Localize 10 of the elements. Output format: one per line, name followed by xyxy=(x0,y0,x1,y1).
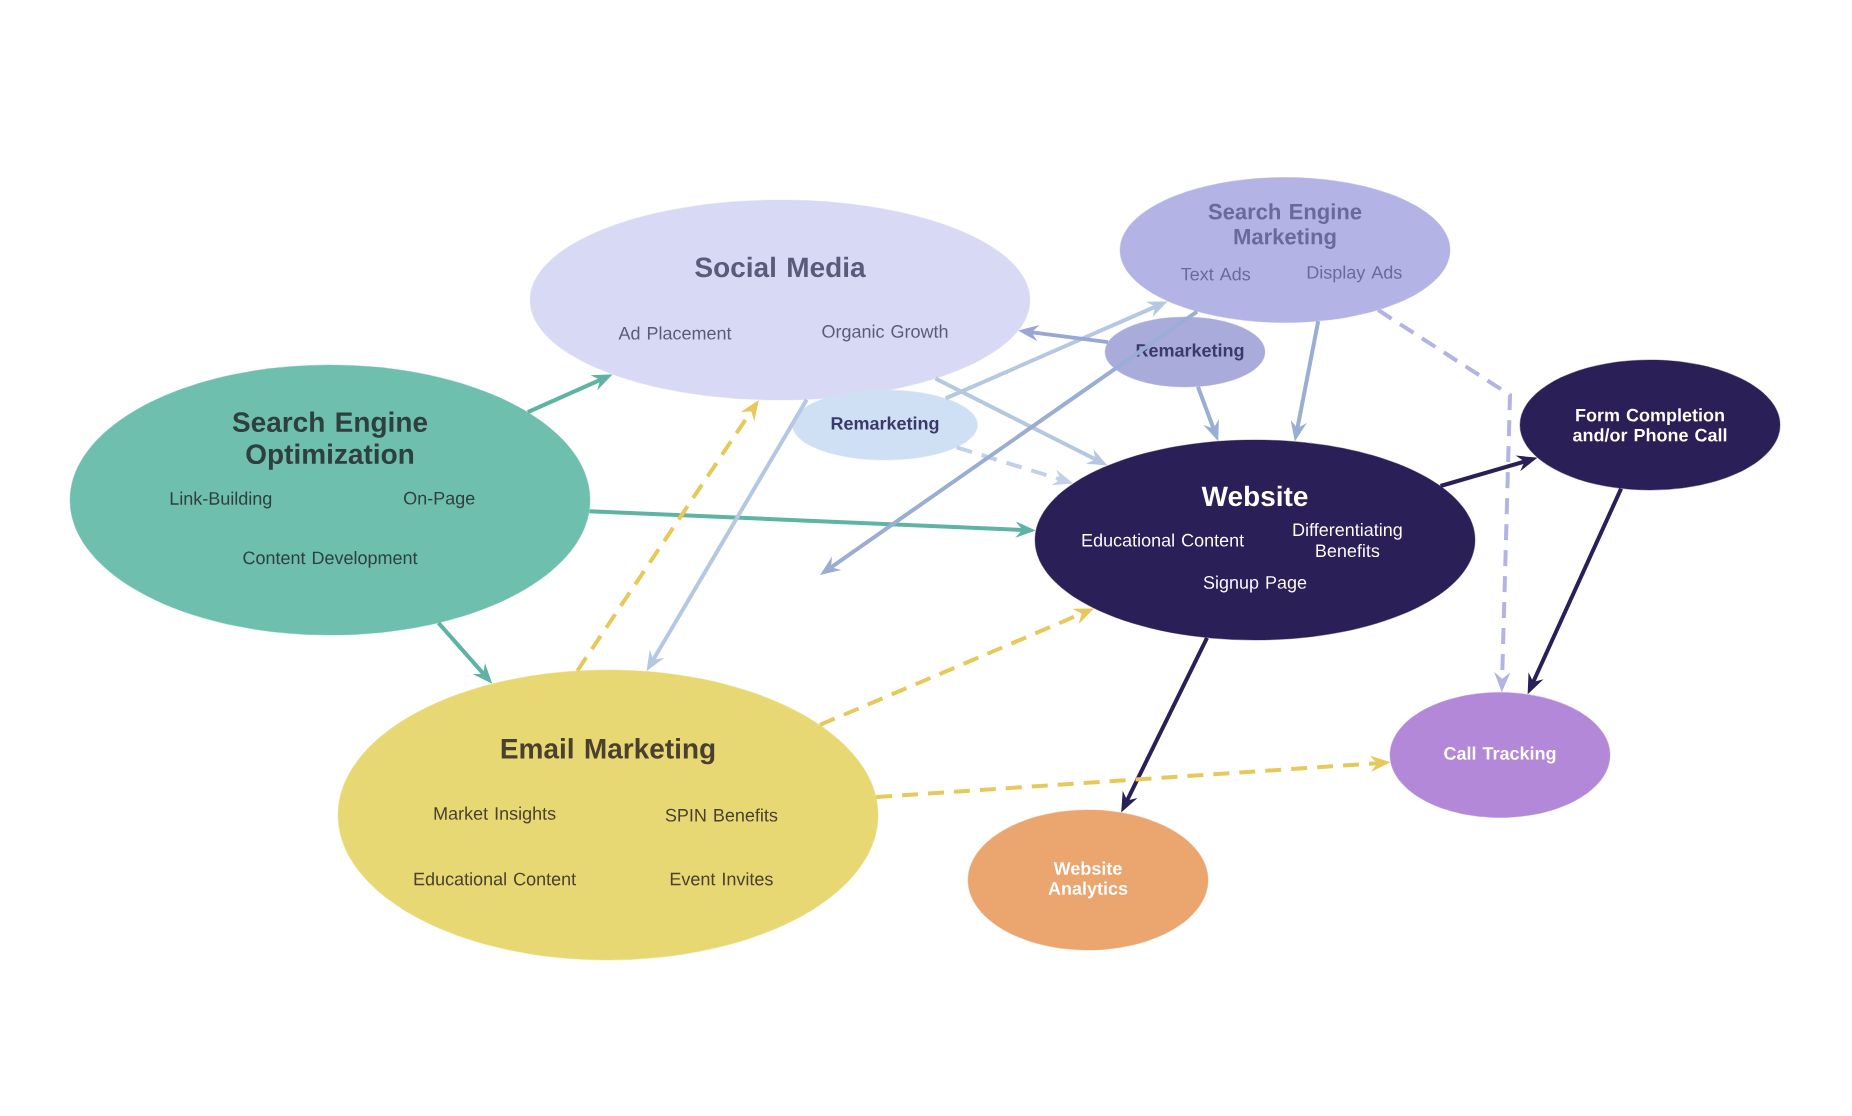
topic-bubble: Website Educational Content Differentiating Benefits Signup Page xyxy=(1034,439,1476,641)
topic-bubble: Social Media Ad Placement Organic Growth xyxy=(529,199,1031,401)
topic-bubble: Website Analytics xyxy=(967,809,1209,951)
topic-bubble: Remarketing xyxy=(792,389,978,461)
topic-bubble: Form Completion and/or Phone Call xyxy=(1519,359,1781,491)
topic-bubble: Remarketing xyxy=(1104,316,1266,388)
topic-bubble: Call Tracking xyxy=(1389,692,1611,818)
topic-bubble: Search Engine Optimization Link-Building On-Page Content Development xyxy=(69,364,591,636)
topic-bubble: Search Engine Marketing Text Ads Display Ads xyxy=(1119,177,1451,323)
topic-bubble: Email Marketing Market Insights SPIN Benefits Educational Content Event Invites xyxy=(337,669,879,961)
